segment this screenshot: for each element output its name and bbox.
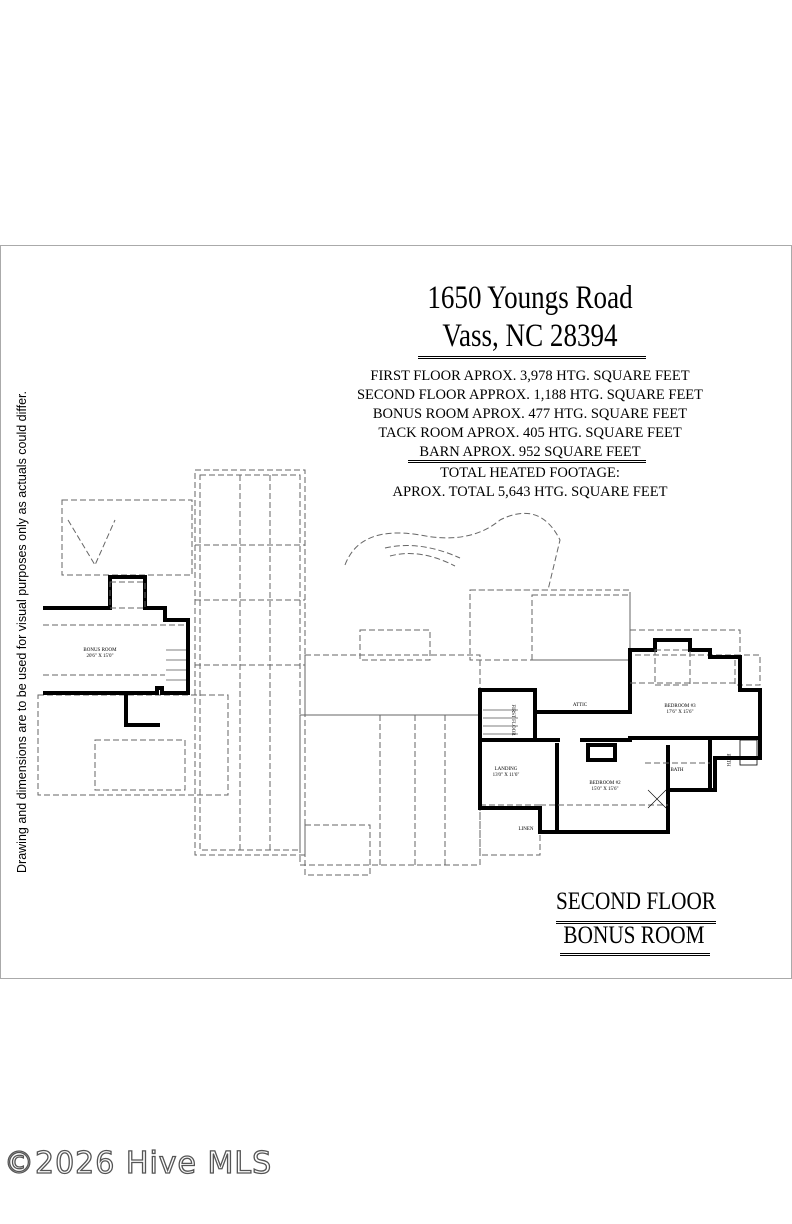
bonus-room-name: BONUS ROOM [83, 648, 117, 653]
sqft-bonus-room: BONUS ROOM APROX. 477 HTG. SQUARE FEET [372, 406, 688, 422]
sqft-rule [408, 460, 646, 463]
total-footage: TOTAL HEATED FOOTAGE: APROX. TOTAL 5,643… [320, 464, 740, 502]
sqft-barn: BARN APROX. 952 SQUARE FEET [419, 444, 641, 460]
copyright-watermark: ©2026 Hive MLS [3, 1145, 273, 1181]
floor-label-rule [556, 921, 716, 924]
second-floor-walls [478, 638, 762, 834]
floor-label-rule-2 [560, 953, 710, 956]
bedroom2-dims: 15'0" X 15'6" [592, 787, 619, 792]
attic-label: ATTIC [573, 703, 588, 708]
bonus-room-walls [43, 575, 190, 727]
first-floor-outline [37, 469, 761, 876]
landing-dims: 13'0" X 11'6" [493, 773, 520, 778]
floor-label-line1: SECOND FLOOR [555, 888, 716, 915]
address-line2: Vass, NC 28394 [442, 318, 618, 354]
sqft-first-floor: FIRST FLOOR APROX. 3,978 HTG. SQUARE FEE… [370, 368, 690, 384]
stair-label: FIRST FLOOR [510, 704, 515, 736]
bedroom3-dims: 17'6" X 15'6" [667, 710, 694, 715]
total-heading: TOTAL HEATED FOOTAGE: [440, 465, 620, 481]
bedroom3-name: BEDROOM #3 [664, 704, 696, 709]
bonus-room-dims: 20'6" X 15'0" [87, 654, 114, 659]
floor-label-line2: BONUS ROOM [563, 922, 705, 949]
bedroom2-name: BEDROOM #2 [589, 781, 621, 786]
sqft-tack-room: TACK ROOM APROX. 405 HTG. SQUARE FEET [378, 425, 682, 441]
bath-label: BATH [670, 768, 683, 773]
landing-name: LANDING [495, 767, 518, 772]
bath-label-2: BATH [725, 753, 730, 766]
total-value: APROX. TOTAL 5,643 HTG. SQUARE FEET [392, 484, 668, 500]
sqft-second-floor: SECOND FLOOR APPROX. 1,188 HTG. SQUARE F… [356, 387, 704, 403]
linen-label: LINEN [519, 827, 534, 832]
square-footage-list: FIRST FLOOR APROX. 3,978 HTG. SQUARE FEE… [320, 367, 740, 462]
title-rule [418, 356, 646, 359]
address-line1: 1650 Youngs Road [427, 280, 633, 316]
